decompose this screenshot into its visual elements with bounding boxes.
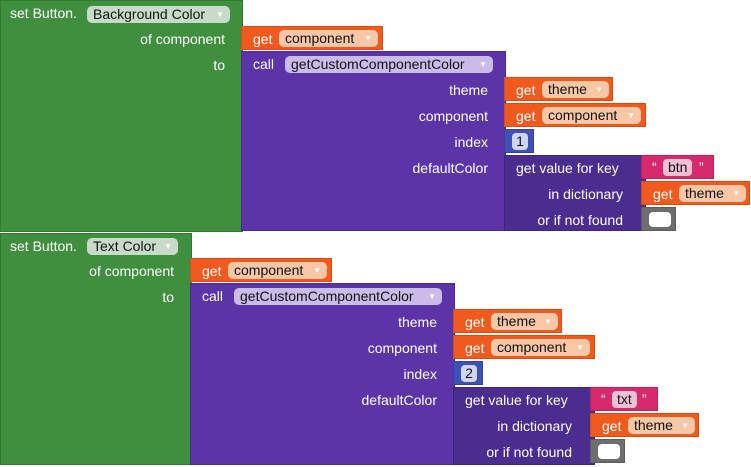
arg-index-label: index [403, 366, 437, 382]
chevron-down-icon: ▼ [164, 242, 172, 251]
chevron-down-icon: ▼ [681, 421, 689, 430]
call-procedure-block[interactable]: call getCustomComponentColor ▼ theme com… [241, 51, 506, 231]
chevron-down-icon: ▼ [544, 317, 552, 326]
chevron-down-icon: ▼ [576, 343, 584, 352]
text-block[interactable]: “ btn ” [641, 155, 714, 179]
to-label: to [162, 289, 174, 305]
get-theme-block[interactable]: get theme ▼ [641, 181, 750, 205]
get-component-block[interactable]: get component ▼ [504, 103, 646, 127]
procedure-dropdown[interactable]: getCustomComponentColor ▼ [234, 288, 442, 305]
color-block[interactable] [641, 207, 676, 231]
arg-theme-label: theme [449, 82, 488, 98]
get-theme-block[interactable]: get theme ▼ [453, 309, 562, 333]
chevron-down-icon: ▼ [595, 85, 603, 94]
variable-dropdown[interactable]: component ▼ [228, 262, 327, 279]
of-component-label: of component [89, 263, 174, 279]
number-block[interactable]: 2 [453, 361, 483, 385]
number-field[interactable]: 2 [461, 365, 477, 382]
call-procedure-block[interactable]: call getCustomComponentColor ▼ theme com… [190, 283, 455, 465]
variable-dropdown[interactable]: theme ▼ [628, 417, 695, 434]
number-block[interactable]: 1 [504, 129, 534, 153]
arg-component-label: component [418, 108, 488, 124]
chevron-down-icon: ▼ [479, 60, 487, 69]
text-block[interactable]: “ txt ” [590, 387, 658, 411]
variable-dropdown[interactable]: theme ▼ [542, 81, 609, 98]
property-dropdown[interactable]: Background Color ▼ [87, 6, 230, 23]
chevron-down-icon: ▼ [627, 111, 635, 120]
setter-prefix: set Button. [10, 238, 77, 254]
variable-dropdown[interactable]: theme ▼ [679, 185, 746, 202]
get-component-block[interactable]: get component ▼ [190, 258, 332, 282]
get-component-block[interactable]: get component ▼ [241, 26, 383, 50]
of-component-label: of component [140, 31, 225, 47]
arg-defaultcolor-label: defaultColor [361, 392, 438, 408]
set-text-color-block[interactable]: set Button. Text Color ▼ of component to [0, 233, 192, 465]
arg-index-label: index [454, 134, 488, 150]
chevron-down-icon: ▼ [732, 189, 740, 198]
variable-dropdown[interactable]: component ▼ [279, 30, 378, 47]
number-field[interactable]: 1 [512, 133, 528, 150]
to-label: to [213, 57, 225, 73]
variable-dropdown[interactable]: theme ▼ [491, 313, 558, 330]
chevron-down-icon: ▼ [313, 266, 321, 275]
color-swatch[interactable] [598, 444, 620, 459]
procedure-dropdown[interactable]: getCustomComponentColor ▼ [285, 56, 493, 73]
color-block[interactable] [590, 439, 625, 463]
chevron-down-icon: ▼ [216, 10, 224, 19]
chevron-down-icon: ▼ [428, 292, 436, 301]
variable-dropdown[interactable]: component ▼ [542, 107, 641, 124]
setter-prefix: set Button. [10, 5, 77, 21]
get-value-for-key-block[interactable]: get value for key in dictionary or if no… [453, 387, 595, 465]
property-dropdown[interactable]: Text Color ▼ [87, 238, 178, 255]
get-component-block[interactable]: get component ▼ [453, 335, 595, 359]
color-swatch[interactable] [649, 212, 671, 227]
text-field[interactable]: btn [663, 159, 693, 176]
set-background-color-block[interactable]: set Button. Background Color ▼ of compon… [0, 0, 243, 232]
text-field[interactable]: txt [612, 391, 637, 408]
variable-dropdown[interactable]: component ▼ [491, 339, 590, 356]
arg-theme-label: theme [398, 314, 437, 330]
get-theme-block[interactable]: get theme ▼ [590, 413, 699, 437]
chevron-down-icon: ▼ [364, 34, 372, 43]
arg-component-label: component [367, 340, 437, 356]
get-theme-block[interactable]: get theme ▼ [504, 77, 613, 101]
get-value-for-key-block[interactable]: get value for key in dictionary or if no… [504, 155, 646, 231]
arg-defaultcolor-label: defaultColor [412, 160, 489, 176]
